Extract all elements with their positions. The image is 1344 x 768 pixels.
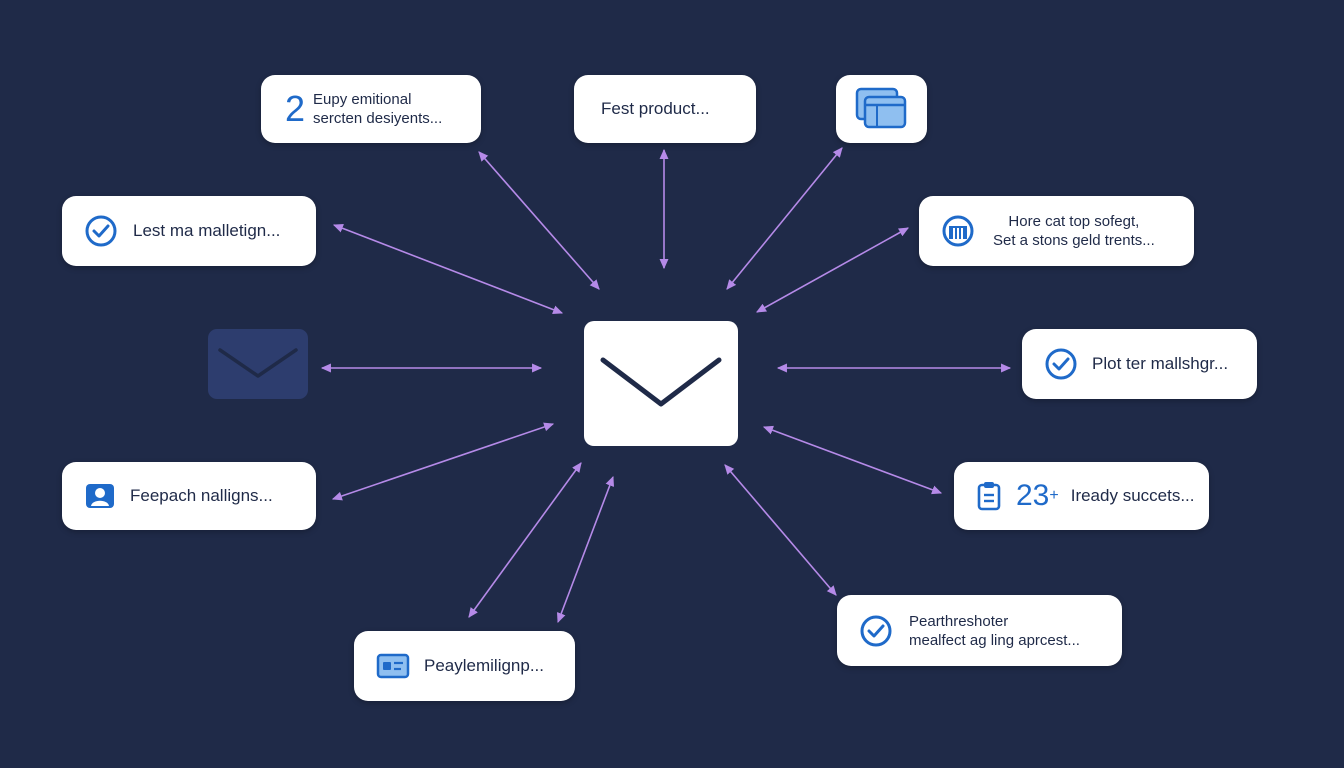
node-top-center-text: Fest product...: [601, 99, 710, 119]
node-right-upper[interactable]: Hore cat top sofegt, Set a stons geld tr…: [919, 196, 1194, 266]
node-right-middle-text: Plot ter mallshgr...: [1092, 354, 1228, 374]
node-text-line: Iready succets...: [1070, 486, 1195, 505]
node-right-lower-text: Iready succets...: [1071, 486, 1195, 506]
node-text-line: Plot ter mallshgr...: [1092, 354, 1229, 373]
connector-bottom-right: [724, 464, 837, 596]
node-left-upper-text: Lest ma malletign...: [133, 221, 280, 241]
node-left-lower[interactable]: Feepach nallignѕ...: [62, 462, 316, 530]
connector-bottom-left-b: [556, 475, 615, 624]
node-text-line: Eupy emitional: [313, 91, 412, 108]
user-badge-icon: [84, 480, 116, 512]
clipboard-icon: [976, 480, 1002, 512]
building-icon: [941, 214, 975, 248]
connector-right-upper: [756, 227, 909, 313]
node-text-line: Set a stons geld trents...: [993, 232, 1155, 249]
node-text-line: Peaylemilignp...: [424, 656, 545, 675]
node-text-line: Pearthreshoter: [909, 612, 1009, 630]
connector-right-lower: [762, 425, 943, 495]
node-text-line: Fest product...: [601, 99, 710, 118]
node-text-line: Lest ma malletign...: [133, 221, 281, 240]
node-top-left-text: Eupy emitional sercten desiyents...: [313, 90, 442, 128]
node-text-line: Hore cat top sofegt,: [1008, 213, 1140, 230]
node-right-lower[interactable]: 23+ Iready succets...: [954, 462, 1209, 530]
counter-icon: 23+: [1016, 481, 1059, 511]
connector-left-lower: [331, 422, 555, 501]
node-top-left[interactable]: 2 Eupy emitional sercten desiyents...: [261, 75, 481, 143]
node-bottom-right[interactable]: Pearthreshoter mealfect ag ling aprcest.…: [837, 595, 1122, 666]
node-top-center[interactable]: Fest product...: [574, 75, 756, 143]
check-circle-icon: [84, 214, 118, 248]
envelope-icon: [218, 348, 298, 378]
connector-top-right: [726, 147, 843, 290]
node-bottom-right-text: Pearthreshoter mealfect ag ling aprcest.…: [909, 612, 1080, 650]
check-circle-icon: [859, 614, 893, 648]
node-left-upper[interactable]: Lest ma malletign...: [62, 196, 316, 266]
node-bottom-left-text: Peaylemilignp...: [424, 656, 544, 676]
node-right-upper-text: Hore cat top sofegt, Set a stons geld tr…: [993, 212, 1155, 250]
node-text-line: mealfect ag ling aprcest...: [909, 631, 1080, 649]
node-text-line: sercten desiyents...: [313, 110, 443, 127]
connector-bottom-left-a: [468, 462, 582, 618]
node-text-line: Feepach nallignѕ...: [130, 486, 273, 505]
id-card-icon: [376, 653, 410, 679]
node-bottom-left[interactable]: Peaylemilignp...: [354, 631, 575, 701]
faded-email-card: [208, 329, 308, 399]
connector-left-upper: [332, 224, 564, 314]
check-circle-icon: [1044, 347, 1078, 381]
envelope-icon: [600, 357, 722, 406]
node-left-lower-text: Feepach nallignѕ...: [130, 486, 273, 506]
window-stack-icon: [855, 87, 909, 131]
node-top-right[interactable]: [836, 75, 927, 143]
hub-email-card[interactable]: [584, 321, 738, 446]
counter-value: 23: [1016, 479, 1050, 512]
connector-top-left: [478, 151, 600, 290]
counter-plus: +: [1049, 487, 1059, 504]
number-two-icon: 2: [285, 88, 306, 129]
node-right-middle[interactable]: Plot ter mallshgr...: [1022, 329, 1257, 399]
